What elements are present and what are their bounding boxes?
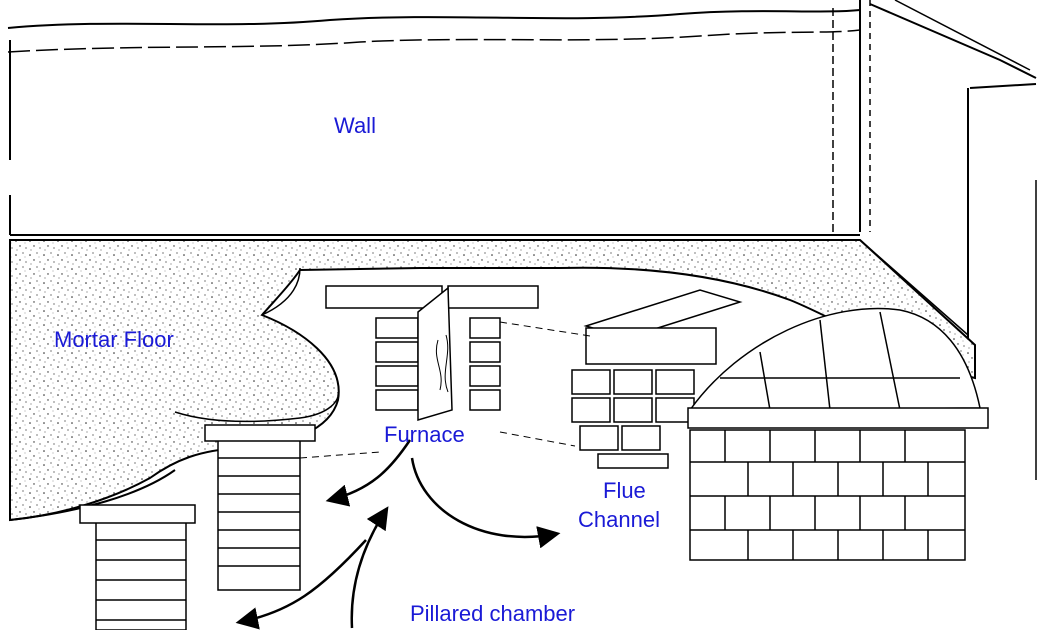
flue-arch [687,307,989,429]
mortar-floor [9,239,976,522]
wall-label: Wall [334,113,376,138]
guide-lines [299,321,591,459]
arrow-chamber-up [350,506,389,629]
pillar-left-front [79,504,196,630]
mortar-floor-label: Mortar Floor [54,327,174,352]
furnace-label: Furnace [384,422,465,447]
arrow-chamber-left [235,539,367,630]
furnace [325,285,539,422]
pillared-chamber-label: Pillared chamber [410,601,576,626]
flue-channel-label-line1: Flue [603,478,646,503]
brick-wall-right [689,429,966,561]
arrow-furnace-left [325,439,412,507]
wall [7,0,1037,480]
airflow-arrows [235,439,561,630]
arrow-furnace-right [410,457,561,549]
pillar-left-middle [204,424,316,591]
flue-channel-label-line2: Channel [578,507,660,532]
